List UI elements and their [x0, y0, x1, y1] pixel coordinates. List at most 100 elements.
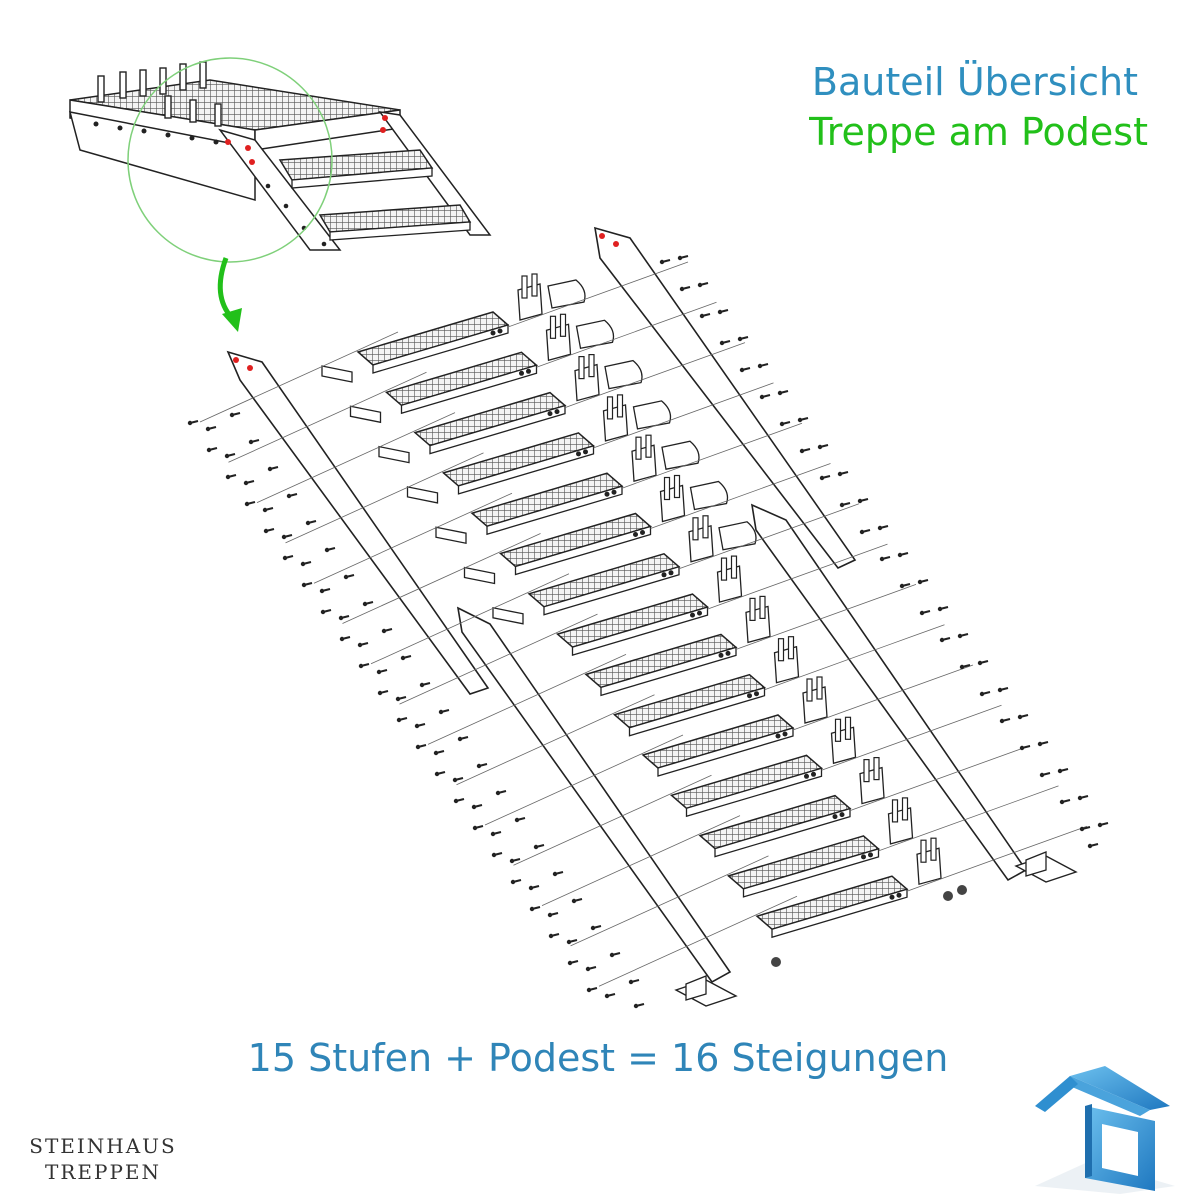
screw-head: [679, 286, 685, 292]
step-bolt: [611, 489, 617, 495]
screw-head: [243, 480, 249, 486]
screw-head: [897, 552, 903, 558]
bracket-post: [730, 555, 738, 579]
assembly-line: [792, 664, 974, 731]
step-front-edge: [486, 485, 623, 536]
cover-plate: [547, 279, 586, 309]
red-hole: [247, 365, 253, 371]
cover-plate: [718, 521, 757, 551]
screw-head: [248, 439, 254, 445]
bracket-post: [759, 595, 766, 620]
screw-head: [857, 498, 863, 504]
screw-head: [697, 282, 703, 288]
step-front-edge: [429, 404, 566, 455]
red-hole: [599, 233, 605, 239]
bracket-post: [663, 476, 671, 501]
step-bolt: [497, 328, 503, 334]
assembly-line: [507, 261, 689, 328]
screw-head: [434, 771, 440, 777]
screw-head: [1059, 799, 1065, 805]
screw-head: [997, 687, 1003, 693]
brand-name-line-2: TREPPEN: [44, 1160, 161, 1184]
step-bolt: [633, 532, 638, 537]
assembly-line: [199, 331, 399, 423]
step-bolt: [576, 451, 581, 457]
assembly-line: [707, 543, 888, 610]
screw-head: [472, 825, 478, 831]
screw-head: [286, 493, 292, 499]
house-logo-icon: [1035, 1066, 1175, 1194]
screw-head: [759, 394, 765, 400]
screw-head: [339, 636, 345, 642]
screw-head: [779, 421, 785, 427]
right-lower-stringer: [750, 503, 1028, 882]
step-bolt: [868, 852, 873, 858]
assembly-line: [678, 503, 860, 570]
screw-head: [453, 798, 459, 804]
screw-head: [590, 925, 596, 931]
screw-head: [899, 583, 905, 589]
assembly-line: [541, 815, 741, 906]
screw-head: [859, 529, 865, 535]
left-lower-stringer: [456, 606, 732, 984]
screw-head: [263, 528, 269, 534]
step-bolt: [754, 691, 759, 697]
screw-head: [514, 817, 520, 823]
step-bolt: [661, 572, 667, 578]
screw-head: [548, 933, 554, 939]
assembly-line: [228, 371, 427, 463]
screw-head: [320, 609, 326, 615]
screw-head: [977, 660, 983, 666]
step-bolt: [697, 610, 702, 616]
bracket-post: [531, 273, 538, 297]
screw-head: [471, 804, 477, 810]
screw-head: [677, 255, 683, 261]
screw-head: [205, 426, 211, 432]
assembly-line: [849, 745, 1031, 811]
step-bolt: [526, 368, 531, 374]
screw-head: [529, 906, 535, 912]
screw-head: [819, 475, 825, 481]
screw-head: [338, 615, 344, 621]
assembly-line: [598, 895, 798, 987]
screw-head: [510, 879, 516, 885]
washer: [943, 891, 953, 901]
bracket-post: [863, 758, 870, 783]
washer: [771, 957, 781, 967]
screw-head: [282, 555, 288, 561]
step-caption: 15 Stufen + Podest = 16 Steigungen: [247, 1036, 949, 1080]
screw-head: [414, 723, 420, 729]
screw-head: [452, 777, 458, 783]
screw-head: [659, 259, 665, 265]
red-hole: [613, 241, 619, 247]
screw-head: [490, 831, 496, 837]
screw-head: [586, 987, 592, 993]
screw-head: [381, 628, 387, 634]
side-plate: [435, 526, 467, 544]
screw-head: [319, 588, 325, 594]
screw-head: [939, 637, 945, 643]
assembly-line: [570, 855, 769, 947]
step-bolt: [775, 733, 781, 739]
screw-head: [799, 448, 805, 454]
screw-head: [224, 453, 230, 459]
screw-head: [262, 507, 268, 513]
assembly-line: [764, 624, 945, 691]
assembly-line: [650, 463, 831, 529]
step-bolt: [554, 409, 560, 415]
bracket-post: [606, 396, 614, 420]
screw-head: [699, 313, 705, 319]
screw-head: [305, 520, 311, 526]
screw-head: [324, 547, 330, 553]
screw-head: [1057, 768, 1063, 774]
screw-head: [959, 664, 965, 670]
bracket-post: [749, 597, 756, 622]
step-front-edge: [714, 807, 851, 858]
screw-head: [739, 367, 745, 373]
step-front-edge: [628, 686, 766, 737]
step-front-edge: [543, 565, 680, 616]
cover-plate: [604, 359, 643, 390]
step-bolt: [547, 411, 553, 417]
cover-plate: [689, 480, 729, 511]
screw-head: [604, 993, 610, 999]
